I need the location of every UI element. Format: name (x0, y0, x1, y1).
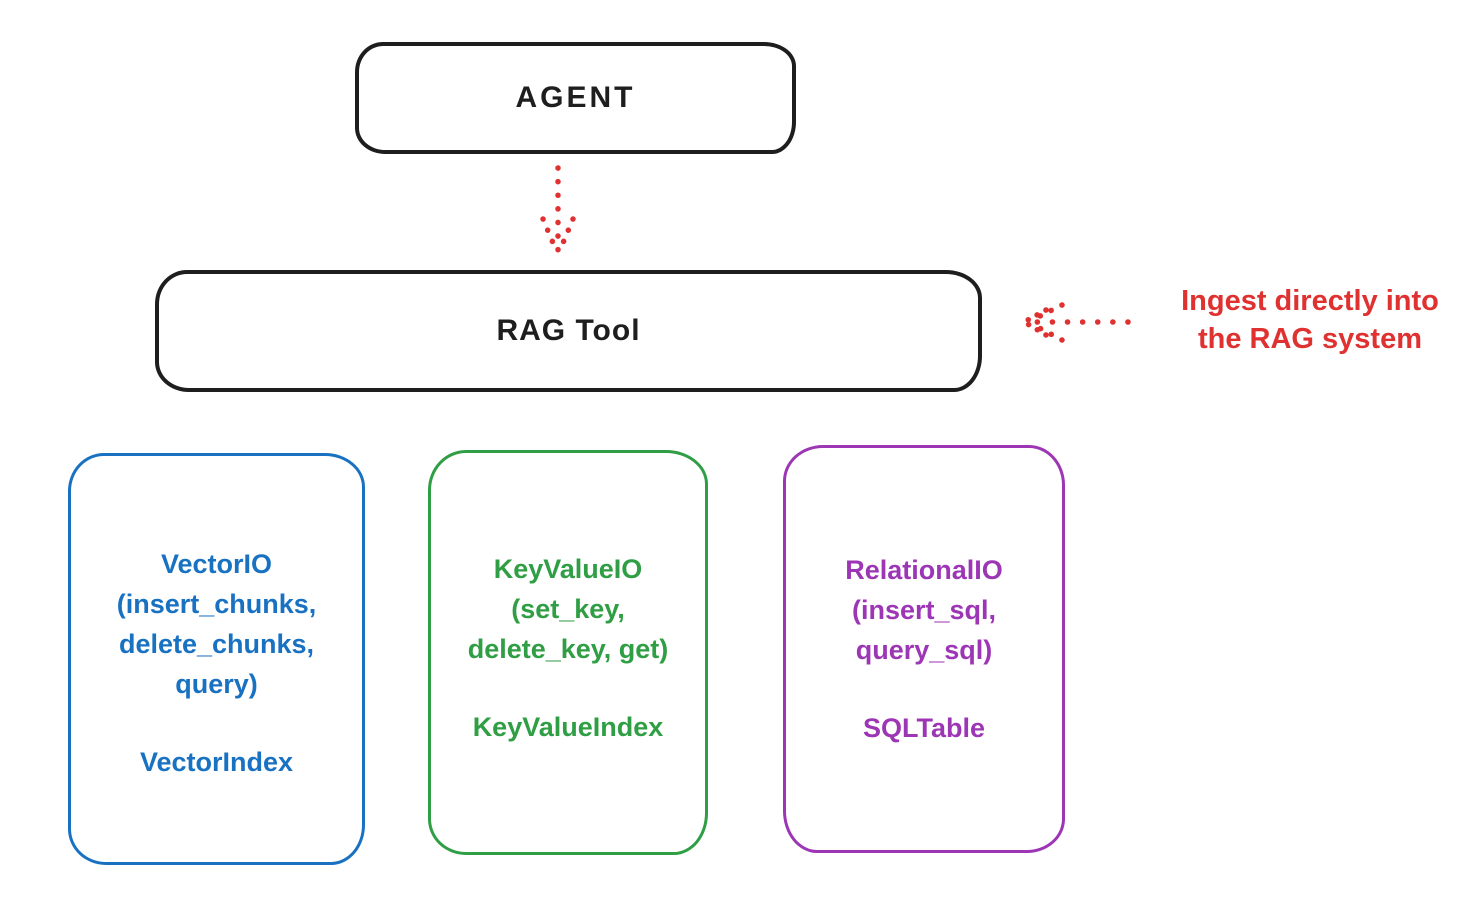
text-line: delete_chunks, (118, 629, 315, 659)
dotted-left-arrow-icon (1023, 302, 1131, 343)
text-line: (set_key, (511, 594, 625, 624)
relational-io-methods: RelationalIO (insert_sql, query_sql) (845, 550, 1003, 670)
vector-io-methods: VectorIO (insert_chunks, delete_chunks,que… (117, 544, 317, 704)
text-line: KeyValueIO (493, 554, 643, 584)
text-line: delete_key, get) (467, 634, 669, 664)
vector-io-node: VectorIO (insert_chunks, delete_chunks,que… (68, 453, 365, 865)
key-value-io-methods: KeyValueIO (set_key, delete_key, get) (468, 549, 669, 669)
relational-io-node: RelationalIO (insert_sql, query_sql) SQLTa… (783, 445, 1065, 853)
rag-tool-node: RAG Tool (155, 270, 982, 392)
text-line: (insert_sql, (851, 595, 997, 625)
rag-tool-label: RAG Tool (496, 314, 641, 347)
text-line: query) (175, 669, 258, 699)
text-line: the RAG system (1197, 323, 1422, 355)
dotted-down-arrow-icon (540, 165, 576, 254)
key-value-io-node: KeyValueIO (set_key, delete_key, get) KeyV… (428, 450, 708, 855)
text-line: query_sql) (855, 635, 993, 665)
sql-table-label: SQLTable (862, 713, 985, 743)
text-line: RelationalIO (845, 555, 1003, 585)
agent-node: AGENT (355, 42, 796, 154)
text-line: Ingest directly into (1181, 285, 1439, 317)
key-value-index-label: KeyValueIndex (472, 712, 664, 742)
ingest-annotation-text: Ingest directly into the RAG system (1140, 282, 1480, 358)
agent-label: AGENT (515, 81, 636, 114)
text-line: VectorIO (160, 549, 273, 579)
text-line: (insert_chunks, (116, 589, 317, 619)
vector-index-label: VectorIndex (139, 747, 294, 777)
